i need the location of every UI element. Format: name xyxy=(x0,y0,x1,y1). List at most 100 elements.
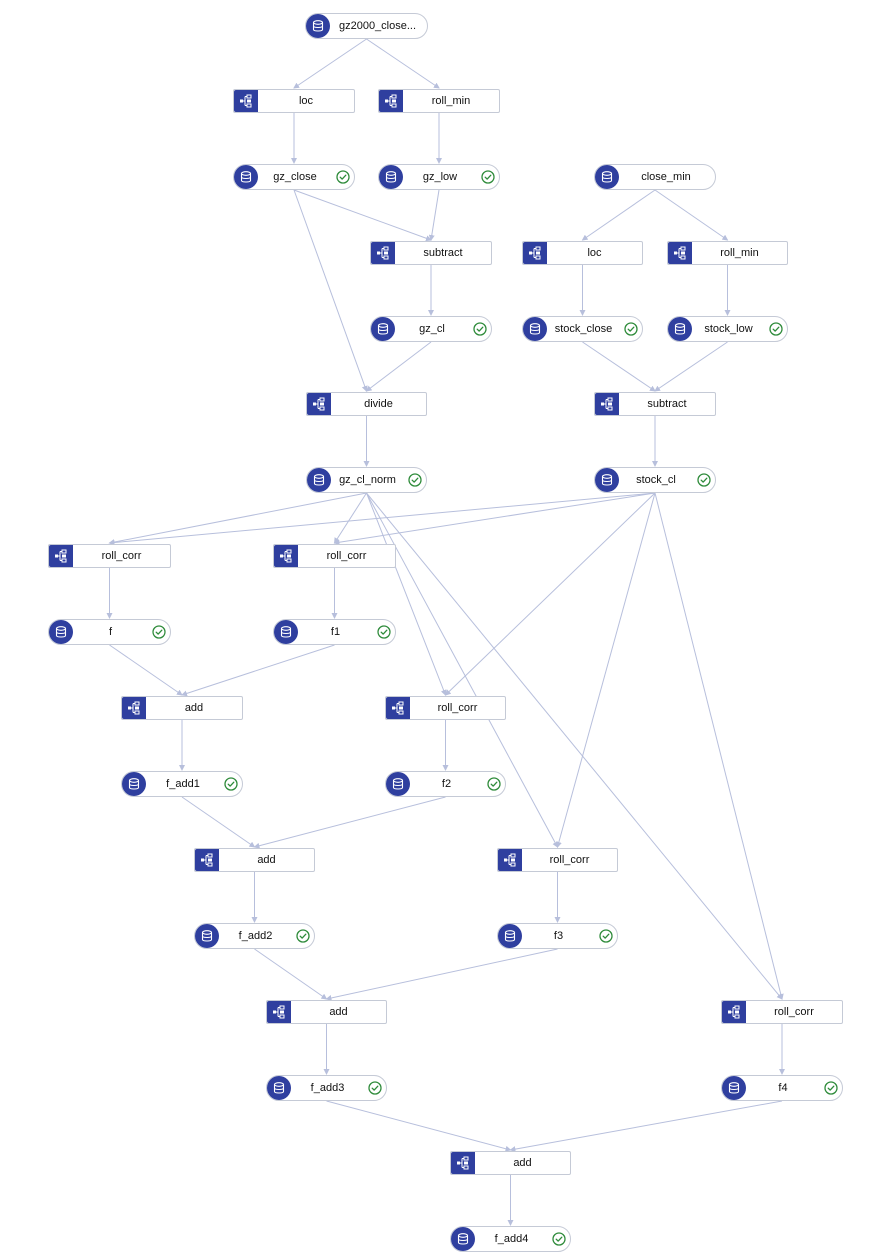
dataset-node-close-min[interactable]: close_min xyxy=(594,164,716,190)
dataset-node-stock-low[interactable]: stock_low xyxy=(667,316,788,342)
edge-n_stockcl-to-n_rc1 xyxy=(108,492,656,546)
dataset-node-f[interactable]: f xyxy=(48,619,171,645)
dataset-node-f2[interactable]: f2 xyxy=(385,771,506,797)
edge-n_fadd2-to-n_add3 xyxy=(254,948,328,1000)
dataset-node-f-add4[interactable]: f_add4 xyxy=(450,1226,571,1252)
edge-n_gzclose-to-n_sub1 xyxy=(293,189,432,242)
node-label: roll_corr xyxy=(549,854,590,866)
dataset-node-gz-close[interactable]: gz_close xyxy=(233,164,355,190)
workflow-icon xyxy=(122,697,146,719)
database-icon xyxy=(668,317,692,341)
operator-node-add[interactable]: add xyxy=(266,1000,387,1024)
workflow-icon xyxy=(234,90,258,112)
database-icon xyxy=(722,1076,746,1100)
operator-node-roll-min[interactable]: roll_min xyxy=(667,241,788,265)
database-icon xyxy=(595,468,619,492)
dataset-node-f-add3[interactable]: f_add3 xyxy=(266,1075,387,1101)
node-label: f_add4 xyxy=(494,1233,529,1245)
node-label: roll_corr xyxy=(101,550,142,562)
database-icon xyxy=(523,317,547,341)
node-label: add xyxy=(329,1006,348,1018)
node-label: gz_cl xyxy=(419,323,445,335)
node-label: roll_corr xyxy=(774,1006,814,1018)
edge-n_gz2000-to-n_loc1 xyxy=(293,38,367,89)
database-icon xyxy=(234,165,258,189)
workflow-icon xyxy=(49,545,73,567)
database-icon xyxy=(498,924,522,948)
edge-n_stockcl-to-n_rc5 xyxy=(654,492,784,1000)
dataset-node-gz2000-close[interactable]: gz2000_close... xyxy=(305,13,428,39)
dataset-node-f4[interactable]: f4 xyxy=(721,1075,843,1101)
workflow-icon xyxy=(595,393,619,415)
edge-n_closemin-to-n_loc2 xyxy=(581,189,656,241)
operator-node-roll-corr[interactable]: roll_corr xyxy=(273,544,396,568)
dataset-node-stock-cl[interactable]: stock_cl xyxy=(594,467,716,493)
database-icon xyxy=(306,14,330,38)
edge-n_gzclnorm-to-n_rc4 xyxy=(366,492,558,848)
dataset-node-f3[interactable]: f3 xyxy=(497,923,618,949)
edge-n_f4-to-n_add4 xyxy=(509,1100,783,1153)
operator-node-subtract[interactable]: subtract xyxy=(370,241,492,265)
node-label: divide xyxy=(364,398,393,410)
workflow-icon xyxy=(371,242,395,264)
workflow-icon xyxy=(523,242,547,264)
edge-n_f-to-n_add1 xyxy=(109,644,183,696)
dataset-node-f-add2[interactable]: f_add2 xyxy=(194,923,315,949)
node-label: roll_corr xyxy=(437,702,478,714)
dataset-node-stock-close[interactable]: stock_close xyxy=(522,316,643,342)
dataset-node-gz-low[interactable]: gz_low xyxy=(378,164,500,190)
node-label: f xyxy=(108,626,113,638)
node-label: gz_cl_norm xyxy=(339,474,396,486)
edge-n_stockcl-to-n_rc3 xyxy=(444,492,656,696)
operator-node-add[interactable]: add xyxy=(450,1151,571,1175)
database-icon xyxy=(49,620,73,644)
database-icon xyxy=(595,165,619,189)
edge-n_gzcl-to-n_divide xyxy=(365,341,432,392)
operator-node-roll-min[interactable]: roll_min xyxy=(378,89,500,113)
database-icon xyxy=(307,468,331,492)
dataset-node-gz-cl-norm[interactable]: gz_cl_norm xyxy=(306,467,427,493)
operator-node-loc[interactable]: loc xyxy=(233,89,355,113)
operator-node-roll-corr[interactable]: roll_corr xyxy=(385,696,506,720)
workflow-icon xyxy=(722,1001,746,1023)
workflow-icon xyxy=(307,393,331,415)
operator-node-roll-corr[interactable]: roll_corr xyxy=(721,1000,843,1024)
edge-n_stockcl-to-n_rc4 xyxy=(555,492,656,848)
node-label: f_add1 xyxy=(166,778,200,790)
database-icon xyxy=(371,317,395,341)
node-label: roll_corr xyxy=(326,550,367,562)
workflow-icon xyxy=(668,242,692,264)
operator-node-add[interactable]: add xyxy=(121,696,243,720)
node-label: add xyxy=(257,854,276,866)
edge-n_stockclose-to-n_sub2 xyxy=(582,341,656,392)
node-label: add xyxy=(513,1157,532,1169)
node-label: add xyxy=(184,702,204,714)
database-icon xyxy=(122,772,146,796)
node-label: stock_cl xyxy=(636,474,676,486)
workflow-icon xyxy=(267,1001,291,1023)
edge-n_f2-to-n_add2 xyxy=(253,796,446,849)
operator-node-loc[interactable]: loc xyxy=(522,241,643,265)
node-label: subtract xyxy=(423,247,463,259)
node-label: f1 xyxy=(330,626,341,638)
database-icon xyxy=(386,772,410,796)
operator-node-add[interactable]: add xyxy=(194,848,315,872)
dataset-node-f-add1[interactable]: f_add1 xyxy=(121,771,243,797)
dataset-node-f1[interactable]: f1 xyxy=(273,619,396,645)
node-label: gz2000_close... xyxy=(338,20,417,32)
operator-node-subtract[interactable]: subtract xyxy=(594,392,716,416)
dataset-node-gz-cl[interactable]: gz_cl xyxy=(370,316,492,342)
node-label: gz_close xyxy=(273,171,317,183)
database-icon xyxy=(267,1076,291,1100)
operator-node-roll-corr[interactable]: roll_corr xyxy=(48,544,171,568)
node-label: close_min xyxy=(641,171,691,183)
operator-node-divide[interactable]: divide xyxy=(306,392,427,416)
database-icon xyxy=(379,165,403,189)
edge-n_fadd3-to-n_add4 xyxy=(326,1100,512,1152)
operator-node-roll-corr[interactable]: roll_corr xyxy=(497,848,618,872)
edge-n_fadd1-to-n_add2 xyxy=(181,796,256,848)
edge-n_stocklow-to-n_sub2 xyxy=(654,341,728,392)
edge-n_f3-to-n_add3 xyxy=(325,948,558,1001)
workflow-icon xyxy=(451,1152,475,1174)
